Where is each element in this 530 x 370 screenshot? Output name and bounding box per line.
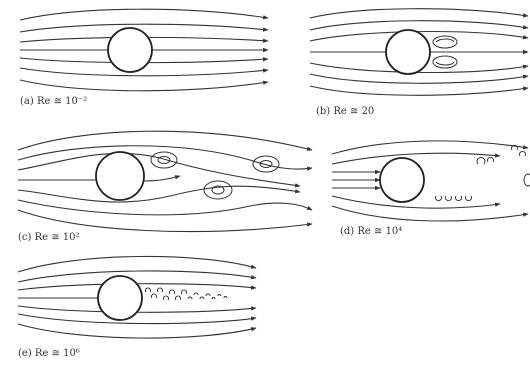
panel-b: (b) Re ≅ 20 — [310, 9, 528, 117]
cylinder-d — [380, 158, 424, 202]
caption-b: (b) Re ≅ 20 — [316, 106, 374, 117]
caption-d: (d) Re ≅ 10⁴ — [340, 226, 402, 237]
streamlines-c — [18, 131, 312, 231]
streamlines-d — [332, 141, 528, 221]
cylinder-a — [108, 28, 152, 72]
caption-c: (c) Re ≅ 10² — [18, 232, 80, 243]
caption-e: (e) Re ≅ 10⁶ — [18, 348, 80, 359]
panel-c: (c) Re ≅ 10² — [18, 131, 312, 243]
cylinder-b — [386, 30, 430, 74]
panel-e: (e) Re ≅ 10⁶ — [18, 256, 256, 359]
vortices-c — [151, 152, 279, 199]
caption-a: (a) Re ≅ 10⁻² — [20, 96, 87, 107]
cylinder-e — [98, 276, 142, 320]
cylinder-c — [96, 152, 144, 200]
panel-d: (d) Re ≅ 10⁴ — [332, 141, 530, 237]
panel-a: (a) Re ≅ 10⁻² — [20, 9, 268, 107]
wake-e — [146, 288, 228, 300]
